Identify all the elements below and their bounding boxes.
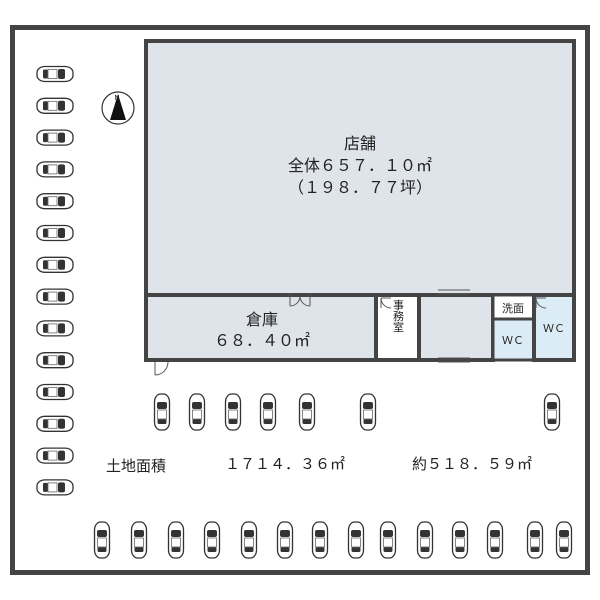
car-icon: [555, 521, 573, 559]
store-area: 全体６５７．１０㎡: [288, 156, 432, 175]
car-icon: [153, 393, 171, 431]
car-icon: [36, 193, 74, 210]
office-label: 事務室: [392, 299, 405, 332]
store-tsubo: （１９８．７７坪）: [288, 178, 432, 197]
wc-right-room: [532, 293, 576, 362]
warehouse-room: [144, 293, 378, 362]
car-icon: [36, 161, 74, 178]
washroom-label: 洗面: [502, 302, 524, 315]
car-icon: [93, 521, 111, 559]
car-icon: [379, 521, 397, 559]
car-icon: [543, 393, 561, 431]
lot-boundary: [10, 25, 590, 575]
car-icon: [311, 521, 329, 559]
car-icon: [224, 393, 242, 431]
land-area-tsubo: 約５１８．５９㎡: [412, 455, 532, 473]
car-icon: [203, 521, 221, 559]
car-icon: [416, 521, 434, 559]
car-icon: [359, 393, 377, 431]
warehouse-area: ６８．４０㎡: [214, 331, 310, 350]
car-icon: [347, 521, 365, 559]
car-icon: [130, 521, 148, 559]
land-area-sqm: １７１４．３６㎡: [225, 455, 345, 473]
wc-left-room: [491, 317, 536, 362]
warehouse-name: 倉庫: [246, 310, 278, 329]
door-icon: [154, 289, 547, 376]
car-icon: [36, 97, 74, 114]
car-icon: [298, 393, 316, 431]
car-icon: [36, 447, 74, 464]
car-icon: [36, 352, 74, 369]
north-arrow-icon: N: [101, 91, 135, 125]
entrance-hall: [417, 293, 495, 362]
svg-text:N: N: [114, 94, 119, 102]
land-label: 土地面積: [106, 457, 166, 475]
wc-right-label: ＷＣ: [543, 322, 565, 335]
car-icon: [36, 383, 74, 401]
store-name: 店舗: [344, 134, 376, 153]
washroom-room: [491, 293, 536, 321]
car-icon: [167, 521, 185, 559]
car-icon: [486, 521, 504, 559]
car-icon: [36, 256, 74, 273]
car-icon: [526, 521, 544, 559]
car-icon: [36, 320, 74, 337]
car-icon: [36, 224, 74, 242]
car-icon: [36, 415, 74, 432]
car-icon: [240, 521, 258, 559]
parking-area: [36, 65, 573, 559]
car-icon: [451, 521, 469, 559]
car-icon: [276, 521, 294, 559]
wc-left-label: ＷＣ: [502, 334, 524, 347]
car-icon: [36, 65, 74, 83]
car-icon: [259, 393, 277, 431]
car-icon: [36, 288, 74, 305]
car-icon: [36, 129, 74, 146]
building: [144, 39, 576, 376]
car-icon: [188, 393, 206, 431]
car-icon: [36, 479, 74, 496]
